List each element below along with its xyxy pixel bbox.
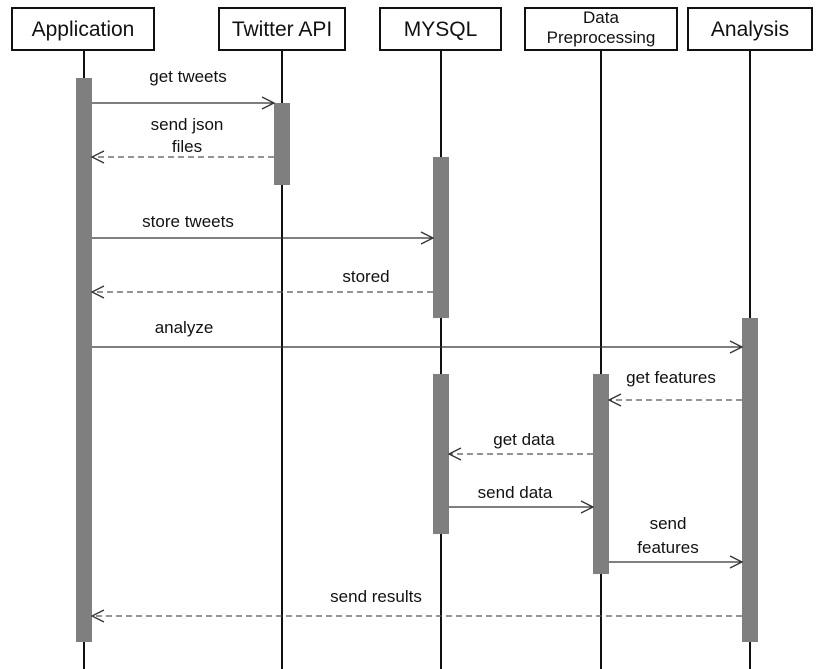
message-analysis-to-application: send results	[90, 587, 742, 623]
arrowhead-icon	[580, 500, 595, 514]
message-label: send results	[330, 587, 422, 606]
message-label: send	[650, 514, 687, 533]
message-label: analyze	[155, 318, 214, 337]
arrowhead-icon	[729, 555, 744, 569]
participant-box	[11, 7, 155, 51]
participant-label: Twitter API	[232, 18, 332, 41]
message-label: send json	[151, 115, 224, 134]
activation-bar-twitter-api	[274, 103, 290, 185]
arrowhead-icon	[90, 285, 105, 299]
participant-twitter-api: Twitter API	[218, 7, 346, 51]
message-label: store tweets	[142, 212, 234, 231]
participant-label: Analysis	[711, 18, 789, 41]
activation-bar-data-preprocessing	[593, 374, 609, 574]
message-label: features	[637, 538, 698, 557]
arrowhead-icon	[420, 231, 435, 245]
participant-box	[687, 7, 813, 51]
participant-box	[218, 7, 346, 51]
message-label: send data	[478, 483, 553, 502]
message-data-preprocessing-to-mysql: get data	[447, 430, 593, 461]
message-mysql-to-application: stored	[90, 267, 433, 299]
activation-bar-application	[76, 78, 92, 642]
participant-label-line: Data	[583, 8, 619, 27]
activation-bar-analysis	[742, 318, 758, 642]
participant-label: MYSQL	[404, 18, 478, 41]
participant-mysql: MYSQL	[379, 7, 502, 51]
arrowhead-icon	[90, 150, 105, 164]
message-application-to-twitter-api: get tweets	[92, 67, 276, 110]
message-label: get data	[493, 430, 555, 449]
arrowhead-icon	[90, 609, 105, 623]
participant-box	[379, 7, 502, 51]
message-label: stored	[342, 267, 389, 286]
message-twitter-api-to-application: send json files	[90, 115, 274, 164]
message-label: get features	[626, 368, 716, 387]
participant-analysis: Analysis	[687, 7, 813, 51]
message-data-preprocessing-to-analysis: send features	[609, 514, 744, 569]
participant-box	[524, 7, 678, 51]
arrowhead-icon	[607, 393, 622, 407]
message-label: files	[172, 137, 202, 156]
arrowhead-icon	[261, 96, 276, 110]
participant-label-line: Preprocessing	[547, 28, 656, 47]
message-mysql-to-data-preprocessing: send data	[449, 483, 595, 514]
participant-application: Application	[11, 7, 155, 51]
activation-bar-mysql	[433, 157, 449, 318]
arrowhead-icon	[447, 447, 462, 461]
arrowhead-icon	[729, 340, 744, 354]
message-label: get tweets	[149, 67, 227, 86]
message-application-to-mysql: store tweets	[92, 212, 435, 245]
message-analysis-to-data-preprocessing: get features	[607, 368, 742, 407]
message-application-to-analysis: analyze	[92, 318, 744, 354]
participant-label: Application	[32, 18, 135, 41]
activation-bar-mysql	[433, 374, 449, 534]
